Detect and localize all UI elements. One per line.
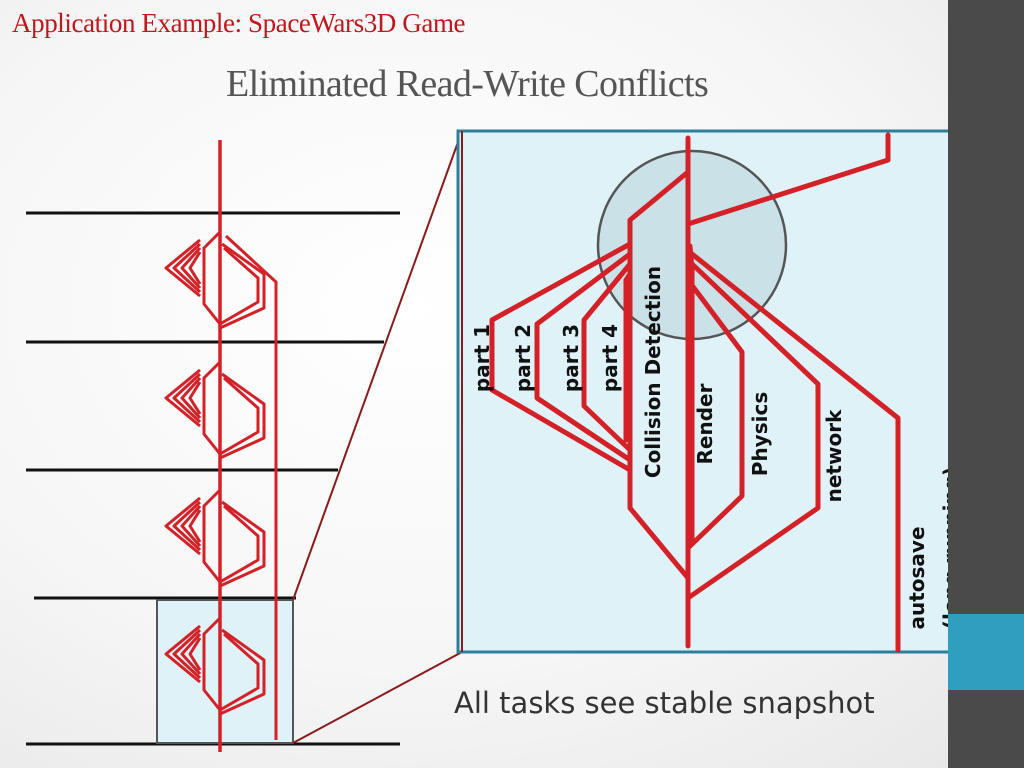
autosave-line: [689, 251, 901, 653]
part2-line: [534, 251, 633, 463]
zoom-projection-line: [292, 130, 463, 601]
overview-frame-tasks: [164, 360, 266, 460]
revision-diagram: part 1 part 2 part 3 part 4 Collision De…: [26, 129, 948, 752]
autosave-start-line: [685, 132, 891, 227]
label-long-running: (long running): [939, 467, 948, 629]
slide-caption: All tasks see stable snapshot: [454, 686, 875, 720]
label-part1: part 1: [470, 324, 494, 392]
slide-title: Eliminated Read-Write Conflicts: [226, 63, 709, 105]
header-title: Application Example: SpaceWars3D Game: [12, 8, 466, 38]
label-autosave: autosave: [905, 526, 929, 629]
render-line: [687, 243, 695, 543]
label-render: Render: [693, 383, 717, 464]
label-collision-detection: Collision Detection: [641, 266, 665, 478]
sidebar-accent-block: [948, 614, 1024, 690]
collision-detection-line: [627, 169, 691, 581]
overview-frame-tasks: [164, 488, 266, 588]
label-part2: part 2: [511, 324, 535, 392]
overview-frame-tasks: [164, 230, 266, 330]
overview-highlight-box: [156, 599, 294, 744]
physics-line: [685, 277, 745, 551]
overview-autosave-line: [224, 234, 278, 740]
network-line: [685, 259, 821, 601]
label-part3: part 3: [559, 324, 583, 392]
part3-line: [581, 261, 633, 453]
label-network: network: [822, 409, 846, 502]
zoom-projection-line: [292, 651, 463, 744]
part4-line: [623, 271, 633, 443]
part1-line: [489, 241, 633, 473]
label-physics: Physics: [748, 392, 772, 476]
label-part4: part 4: [598, 324, 622, 392]
